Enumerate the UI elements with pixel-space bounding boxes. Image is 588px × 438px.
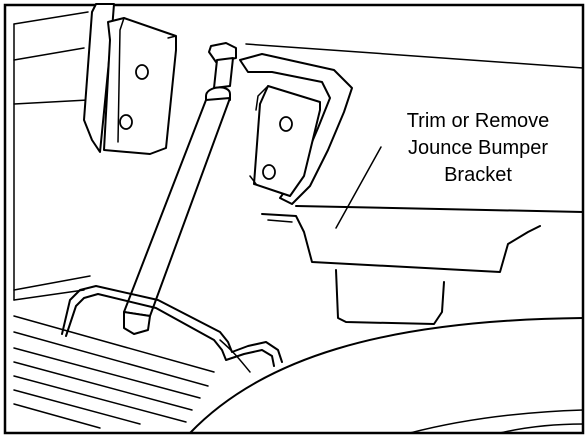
leaf-spring xyxy=(13,315,215,429)
shock-mount-plate-left xyxy=(83,3,177,155)
callout-line-3: Bracket xyxy=(444,164,512,186)
tire xyxy=(189,317,584,434)
spring-clamp xyxy=(61,285,283,373)
frame-border xyxy=(3,3,585,435)
callout-line-2: Jounce Bumper xyxy=(407,137,549,159)
shock-absorber xyxy=(123,42,237,335)
shock-mount-plate-right xyxy=(239,53,353,205)
callout-label: Trim or Remove Jounce Bumper Bracket xyxy=(378,108,578,189)
callout-leader-line xyxy=(335,146,382,229)
frame-rail xyxy=(13,11,584,301)
bolt-holes xyxy=(119,64,293,180)
jounce-bumper-bracket xyxy=(261,213,541,325)
callout-line-1: Trim or Remove xyxy=(406,110,550,132)
